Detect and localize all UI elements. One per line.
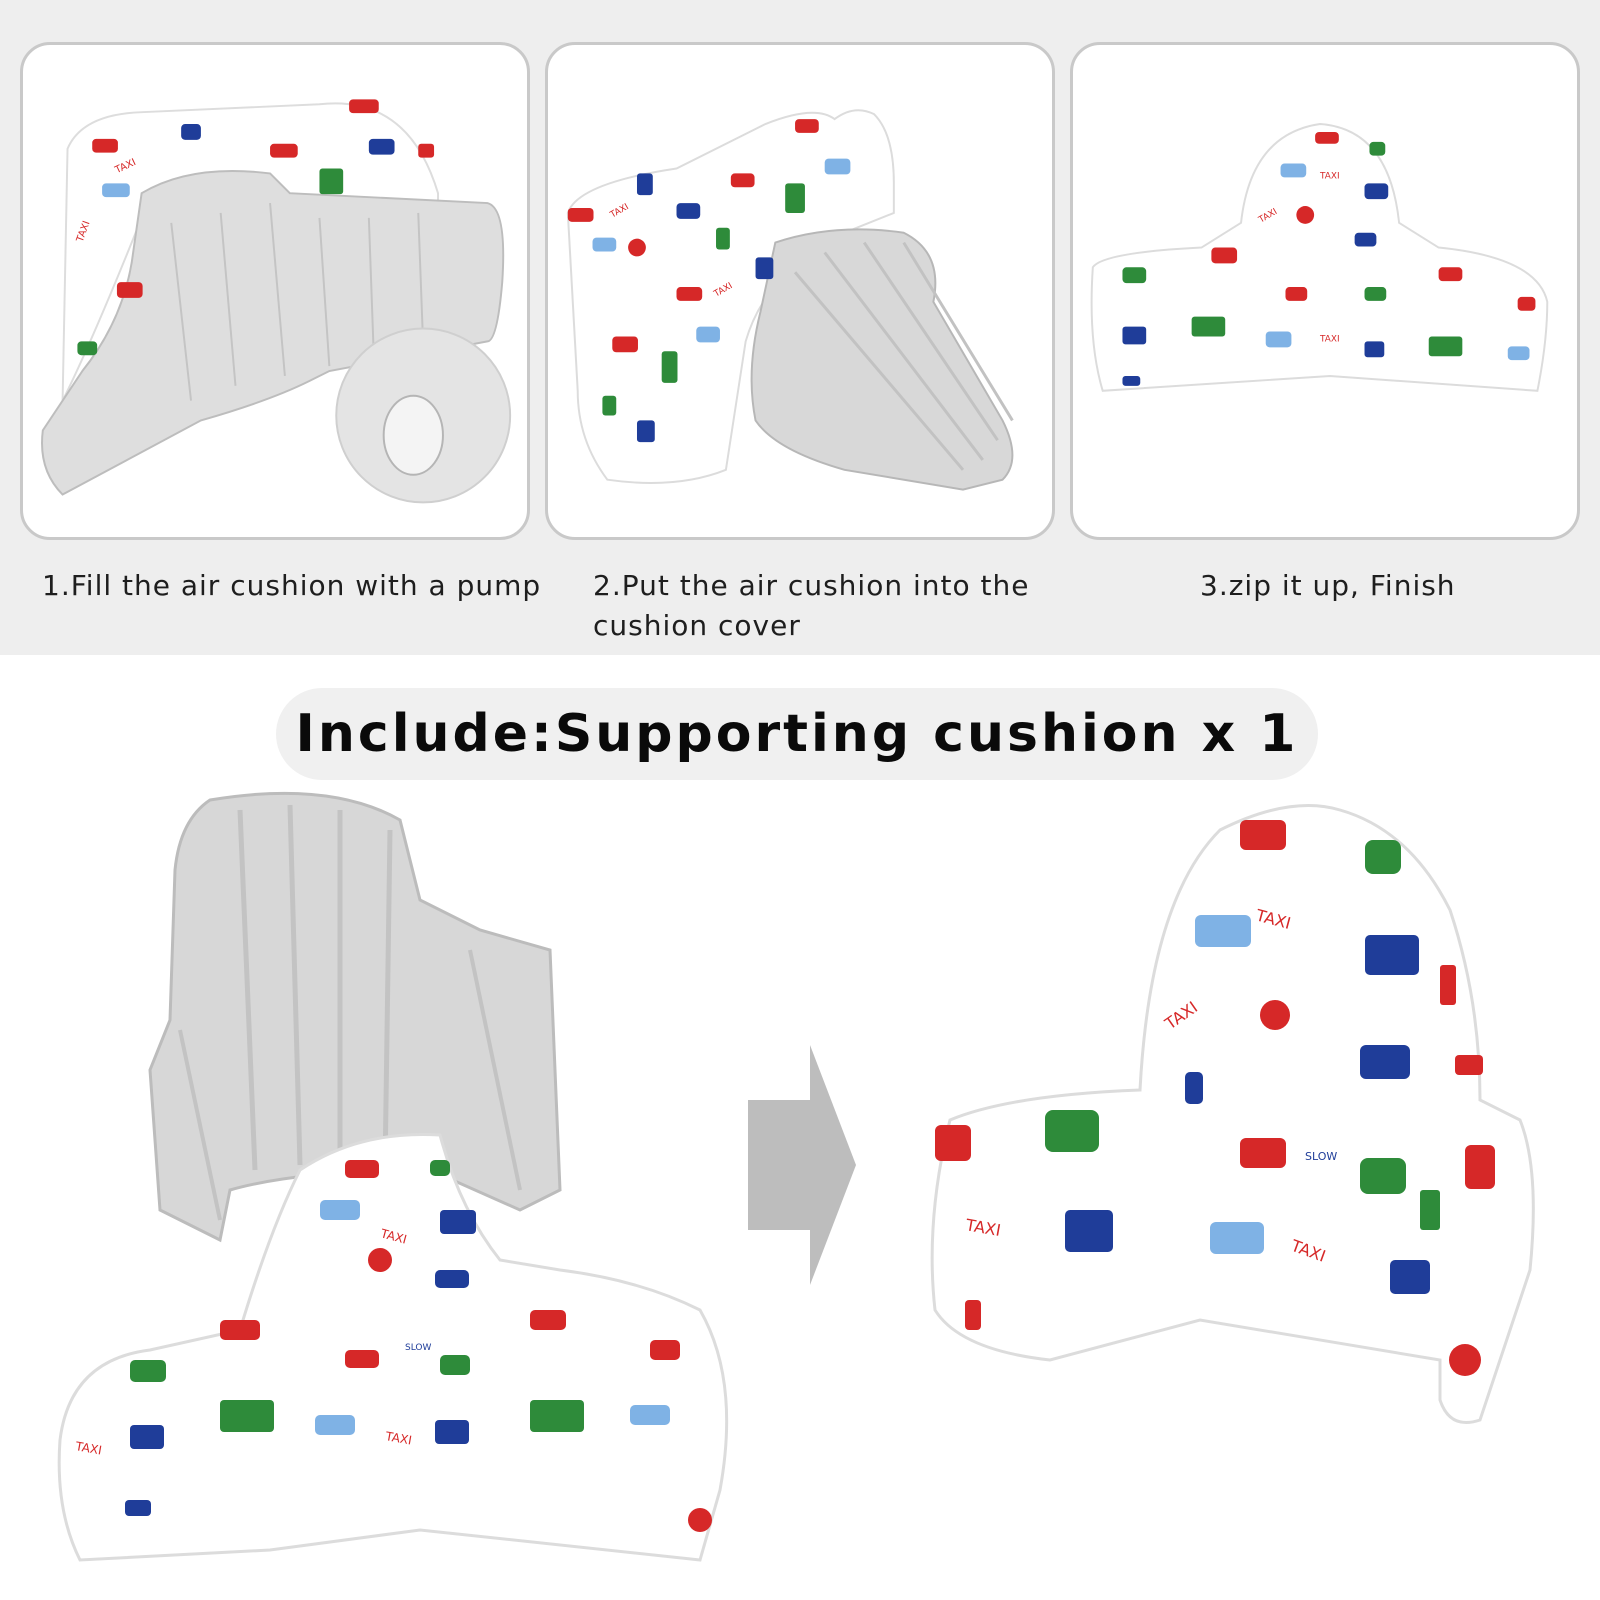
car-pattern: TAXI TAXI <box>567 119 851 443</box>
car-pattern: TAXI TAXI <box>74 99 435 356</box>
cushion-into-cover-illustration: TAXI TAXI <box>566 109 1014 491</box>
step-2-image: TAXI TAXI <box>545 42 1055 540</box>
taxi-label: TAXI <box>73 1439 102 1458</box>
svg-text:TAXI: TAXI <box>1319 334 1340 344</box>
include-text: Include:Supporting cushion x 1 <box>295 704 1299 764</box>
car-pattern: TAXI TAXI TAXI <box>1122 131 1536 386</box>
taxi-label: TAXI <box>383 1429 412 1448</box>
slow-label: SLOW <box>1305 1150 1337 1163</box>
product-contents-illustration: TAXI TAXI TAXI SLOW <box>0 790 1600 1600</box>
finished-cushion-illustration: TAXI TAXI TAXI <box>1090 123 1549 392</box>
car-pattern <box>125 1160 712 1532</box>
arrow-right-icon <box>748 1045 856 1285</box>
assembled-cushion: TAXI TAXI TAXI TAXI SLOW <box>930 804 1535 1424</box>
step-1-caption: 1.Fill the air cushion with a pump <box>42 569 542 602</box>
step-2-caption: 2.Put the air cushion into the cushion c… <box>593 569 1030 642</box>
step-3-caption: 3.zip it up, Finish <box>1200 569 1456 602</box>
include-banner: Include:Supporting cushion x 1 <box>276 688 1318 780</box>
taxi-label: TAXI <box>378 1226 408 1247</box>
svg-text:TAXI: TAXI <box>1319 171 1340 181</box>
step-1-image: TAXI TAXI <box>20 42 530 540</box>
car-pattern <box>935 820 1495 1376</box>
cushion-cover: TAXI TAXI TAXI SLOW <box>57 1132 729 1562</box>
slow-label: SLOW <box>405 1343 431 1353</box>
air-valve-icon <box>382 394 444 476</box>
step-3-image: TAXI TAXI TAXI <box>1070 42 1580 540</box>
air-cushion-inflating-illustration: TAXI TAXI <box>41 99 512 504</box>
